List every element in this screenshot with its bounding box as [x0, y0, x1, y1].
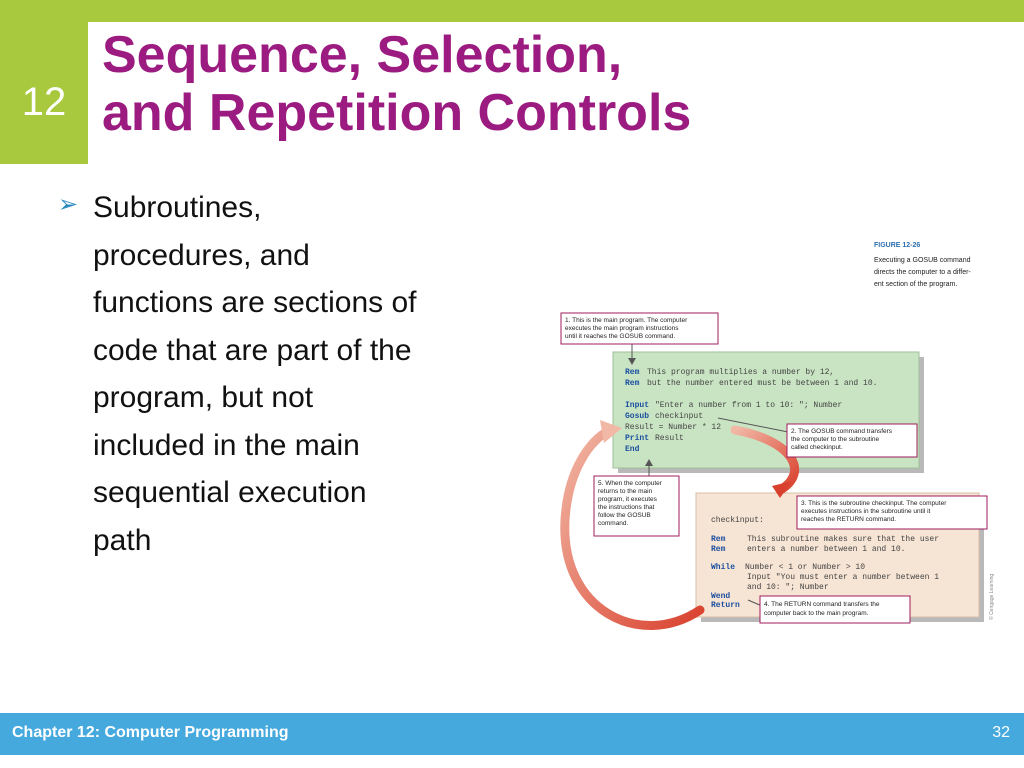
main-code-line: Result = Number * 12 [625, 423, 721, 432]
connector-arrowhead [628, 358, 636, 365]
callout-2 [786, 423, 918, 458]
slide-title: Sequence, Selection, and Repetition Cont… [102, 26, 862, 142]
callout-text: executes the main program instructions [565, 325, 679, 332]
bullet-line: included in the main [93, 428, 360, 462]
callout-text: 4. The RETURN command transfers the [764, 601, 880, 608]
callout-text: command. [598, 520, 629, 527]
figure-caption-line: directs the computer to a differ- [874, 269, 971, 276]
return-arrowhead [600, 420, 622, 443]
callout-text: called checkinput. [791, 444, 843, 451]
footer-chapter-title: Chapter 12: Computer Programming [12, 724, 289, 741]
top-accent-bar [0, 0, 1024, 22]
callout-text: reaches the RETURN command. [801, 516, 896, 523]
bullet-line: program, but not [93, 381, 314, 414]
callout-1 [560, 312, 719, 345]
callout-text: 3. This is the subroutine checkinput. Th… [801, 500, 947, 507]
connector-arrowhead [645, 459, 653, 466]
callout-text: 2. The GOSUB command transfers [791, 428, 893, 435]
callout-text: 1. This is the main program. The compute… [565, 317, 688, 324]
sub-label: checkinput: [711, 516, 764, 525]
figure-caption-line: Executing a GOSUB command [874, 257, 971, 264]
bullet-text: Subroutines, procedures, and functions a… [93, 184, 533, 564]
sub-code-line: Input "You must enter a number between 1 [747, 573, 939, 582]
chapter-badge: 12 [0, 22, 88, 164]
chapter-number: 12 [21, 80, 67, 124]
title-line-1: Sequence, Selection, [102, 26, 623, 84]
figure-label: FIGURE 12-26 [874, 242, 920, 249]
callout-text: 5. When the computer [598, 480, 663, 487]
figure-caption-line: ent section of the program. [874, 281, 957, 288]
callout-text: follow the GOSUB [598, 512, 651, 519]
callout-text: the computer to the subroutine [791, 436, 880, 443]
callout-3 [796, 495, 988, 530]
callout-text: program, it executes [598, 496, 658, 503]
sub-code-line: and 10: "; Number [747, 583, 829, 592]
gosub-arrowhead [772, 481, 792, 498]
bullet-line: path [93, 523, 152, 557]
figure-credit: © Cengage Learning [988, 574, 995, 620]
sub-code-line: Wend [711, 592, 730, 601]
bullet-line: code that are part of the [93, 333, 412, 367]
footer-bar: Chapter 12: Computer Programming 32 [0, 713, 1024, 755]
callout-4 [759, 595, 911, 624]
connector-line [717, 417, 789, 433]
bullet-line: functions are sections of [93, 286, 417, 319]
callout-text: executes instructions in the subroutine … [801, 508, 931, 515]
bullet-line: procedures, and [93, 238, 310, 272]
page-number: 32 [992, 724, 1010, 741]
title-line-2: and Repetition Controls [102, 84, 692, 142]
main-code-line: End [625, 445, 640, 454]
callout-text: the instructions that [598, 504, 655, 511]
callout-text: returns to the main [598, 488, 653, 495]
bullet-line: Subroutines, [93, 191, 262, 224]
return-arrow [560, 425, 705, 630]
callout-text: computer back to the main program. [764, 610, 869, 617]
arrow-bullet-icon: ➢ [58, 191, 79, 218]
callout-text: until it reaches the GOSUB command. [565, 333, 675, 340]
bullet-line: sequential execution [93, 476, 367, 509]
sub-code-line: Return [711, 601, 740, 610]
main-code-line: Input"Enter a number from 1 to 10: "; Nu… [625, 401, 842, 410]
callout-5 [593, 475, 680, 537]
